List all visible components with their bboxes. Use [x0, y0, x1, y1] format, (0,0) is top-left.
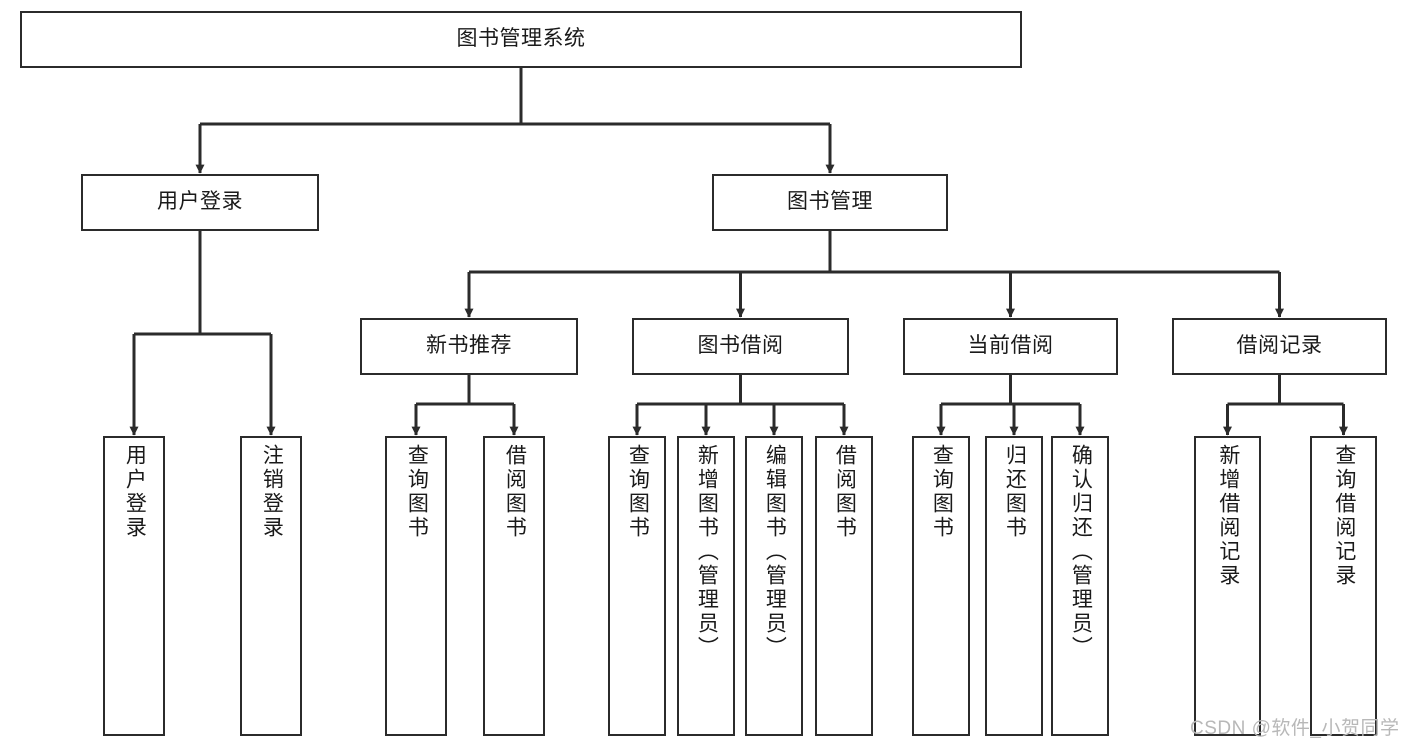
node-leaf-cb-query-book[interactable]: 查询图书 — [912, 436, 970, 736]
node-leaf-user-logout[interactable]: 注销登录 — [240, 436, 302, 736]
node-borrow-record[interactable]: 借阅记录 — [1172, 318, 1387, 375]
node-book-manage[interactable]: 图书管理 — [712, 174, 948, 231]
node-leaf-user-login[interactable]: 用户登录 — [103, 436, 165, 736]
node-label: 注销登录 — [260, 444, 284, 540]
node-label: 查询借阅记录 — [1332, 444, 1356, 588]
node-leaf-bb-edit-book[interactable]: 编辑图书（管理员） — [745, 436, 803, 736]
node-label: 图书借阅 — [697, 334, 784, 358]
node-label: 归还图书 — [1003, 444, 1027, 540]
node-label: 借阅记录 — [1236, 334, 1323, 358]
node-label: 新增图书（管理员） — [695, 444, 719, 660]
node-leaf-rec-borrow-book[interactable]: 借阅图书 — [483, 436, 545, 736]
node-new-book-rec[interactable]: 新书推荐 — [360, 318, 578, 375]
node-leaf-br-query-record[interactable]: 查询借阅记录 — [1310, 436, 1377, 736]
node-leaf-bb-add-book[interactable]: 新增图书（管理员） — [677, 436, 735, 736]
node-label: 用户登录 — [123, 444, 147, 540]
node-label: 用户登录 — [157, 190, 243, 214]
node-label: 编辑图书（管理员） — [763, 444, 787, 660]
node-leaf-bb-borrow-book[interactable]: 借阅图书 — [815, 436, 873, 736]
node-leaf-cb-return-book[interactable]: 归还图书 — [985, 436, 1043, 736]
node-label: 新增借阅记录 — [1216, 444, 1240, 588]
node-label: 确认归还（管理员） — [1069, 444, 1093, 660]
node-label: 借阅图书 — [503, 444, 527, 540]
node-current-borrow[interactable]: 当前借阅 — [903, 318, 1118, 375]
node-label: 图书管理系统 — [456, 27, 586, 51]
node-label: 查询图书 — [626, 444, 650, 540]
node-label: 当前借阅 — [967, 334, 1054, 358]
node-user-login[interactable]: 用户登录 — [81, 174, 319, 231]
node-leaf-bb-query-book[interactable]: 查询图书 — [608, 436, 666, 736]
csdn-watermark: CSDN @软件_小贺同学 — [1190, 718, 1400, 739]
node-leaf-cb-confirm-return[interactable]: 确认归还（管理员） — [1051, 436, 1109, 736]
node-label: 图书管理 — [787, 190, 873, 214]
node-label: 新书推荐 — [426, 334, 512, 358]
node-leaf-rec-query-book[interactable]: 查询图书 — [385, 436, 447, 736]
node-leaf-br-add-record[interactable]: 新增借阅记录 — [1194, 436, 1261, 736]
node-root[interactable]: 图书管理系统 — [20, 11, 1022, 68]
node-label: 查询图书 — [405, 444, 429, 540]
connector-lines — [129, 68, 1348, 436]
node-label: 借阅图书 — [833, 444, 857, 540]
node-label: 查询图书 — [930, 444, 954, 540]
node-book-borrow[interactable]: 图书借阅 — [632, 318, 849, 375]
